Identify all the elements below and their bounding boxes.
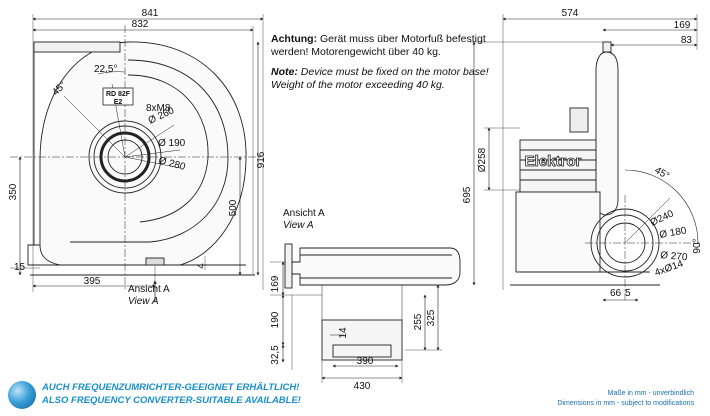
angle-22-5: 22,5° (94, 64, 117, 75)
front-view (10, 14, 264, 302)
top-dim-390: 390 (357, 356, 374, 367)
fan-housing-outline (39, 41, 247, 266)
view-a-front-en: View A (128, 296, 159, 307)
dim-4: 4 (196, 263, 207, 269)
top-view-flange (284, 243, 293, 289)
view-a-top-en: View A (283, 220, 314, 231)
side-angle-90: 90° (692, 238, 703, 253)
side-housing (595, 51, 619, 216)
side-brand: Elektror (525, 153, 582, 170)
side-dim-258: Ø258 (477, 147, 488, 172)
top-view-foot (332, 344, 392, 358)
footnote-english: Dimensions in mm - subject to modificati… (557, 400, 694, 407)
view-a-top-de: Ansicht A (283, 208, 325, 219)
nameplate-model: RD 82F (106, 91, 131, 98)
side-dim-5: 5 (625, 288, 631, 299)
view-a-front-de: Ansicht A (128, 284, 170, 295)
side-motor-base (515, 191, 601, 273)
dia-190: Ø 190 (158, 138, 186, 149)
note-german-label: Achtung: (271, 33, 318, 45)
top-dim-190: 190 (270, 311, 281, 328)
note-english-label: Note: (271, 66, 298, 78)
dim-832: 832 (132, 19, 149, 30)
view-a-label-front: Ansicht A View A (128, 284, 170, 308)
top-view-labels: 169 190 14 32,5 255 325 390 430 (270, 275, 437, 392)
side-view (470, 14, 700, 302)
volute-inner (70, 59, 229, 243)
side-outlet (602, 41, 612, 53)
top-dim-430: 430 (354, 381, 371, 392)
dim-841: 841 (142, 8, 159, 19)
side-terminal-box (569, 107, 589, 133)
globe-icon (8, 381, 36, 409)
top-view-motor-base (321, 319, 403, 361)
note-german: Achtung: Gerät muss über Motorfuß befest… (271, 33, 511, 59)
dim-350: 350 (8, 183, 19, 200)
side-dia-270: Ø 270 (660, 250, 689, 263)
top-dim-325: 325 (426, 309, 437, 326)
banner-german: AUCH FREQUENZUMRICHTER-GEEIGNET ERHÄLTLI… (42, 382, 300, 393)
note-english: Note: Device must be fixed on the motor … (271, 66, 511, 92)
footnote-german: Maße in mm - unverbindlich (607, 390, 694, 397)
outlet-box (33, 41, 121, 53)
side-angle-45: 45° (653, 165, 672, 182)
note-english-text: Device must be fixed on the motor base! … (271, 66, 489, 91)
side-dim-574: 574 (562, 8, 579, 19)
dim-500: 500 (228, 199, 239, 216)
note-german-text: Gerät muss über Motorfuß befestigt werde… (271, 33, 486, 58)
dim-916: 916 (256, 151, 267, 168)
top-dim-169: 169 (270, 275, 281, 292)
top-dim-255: 255 (413, 313, 424, 330)
nameplate (102, 87, 134, 106)
side-angle-arc (624, 169, 699, 244)
side-dim-695: 695 (462, 186, 473, 203)
top-view-housing (291, 247, 461, 286)
view-a-label-top: Ansicht A View A (283, 208, 325, 232)
dim-15: 15 (14, 262, 26, 273)
side-dim-66: 66 (610, 288, 622, 299)
dim-395: 395 (84, 276, 101, 287)
banner-english: ALSO FREQUENCY CONVERTER-SUITABLE AVAILA… (42, 395, 301, 406)
motor-foot (145, 257, 165, 266)
top-view (270, 243, 461, 383)
side-motor (519, 139, 597, 193)
bolts-8xm8: 8xM8 (146, 103, 171, 114)
side-dim-83: 83 (681, 35, 693, 46)
side-dia-240: Ø240 (649, 208, 676, 228)
top-dim-14: 14 (338, 327, 349, 339)
nameplate-variant: E2 (114, 99, 123, 106)
volute-spiral (127, 74, 209, 223)
top-dim-32-5: 32,5 (270, 345, 281, 365)
side-dim-169: 169 (674, 20, 691, 31)
side-dia-180: Ø 180 (659, 225, 688, 241)
